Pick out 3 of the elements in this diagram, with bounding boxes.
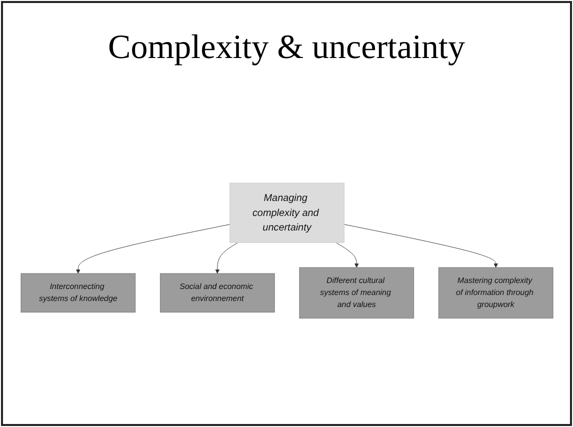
arrow — [343, 224, 498, 268]
node-box: Managing complexity and uncertainty — [229, 182, 344, 243]
slide-title: Complexity & uncertainty — [108, 29, 465, 67]
